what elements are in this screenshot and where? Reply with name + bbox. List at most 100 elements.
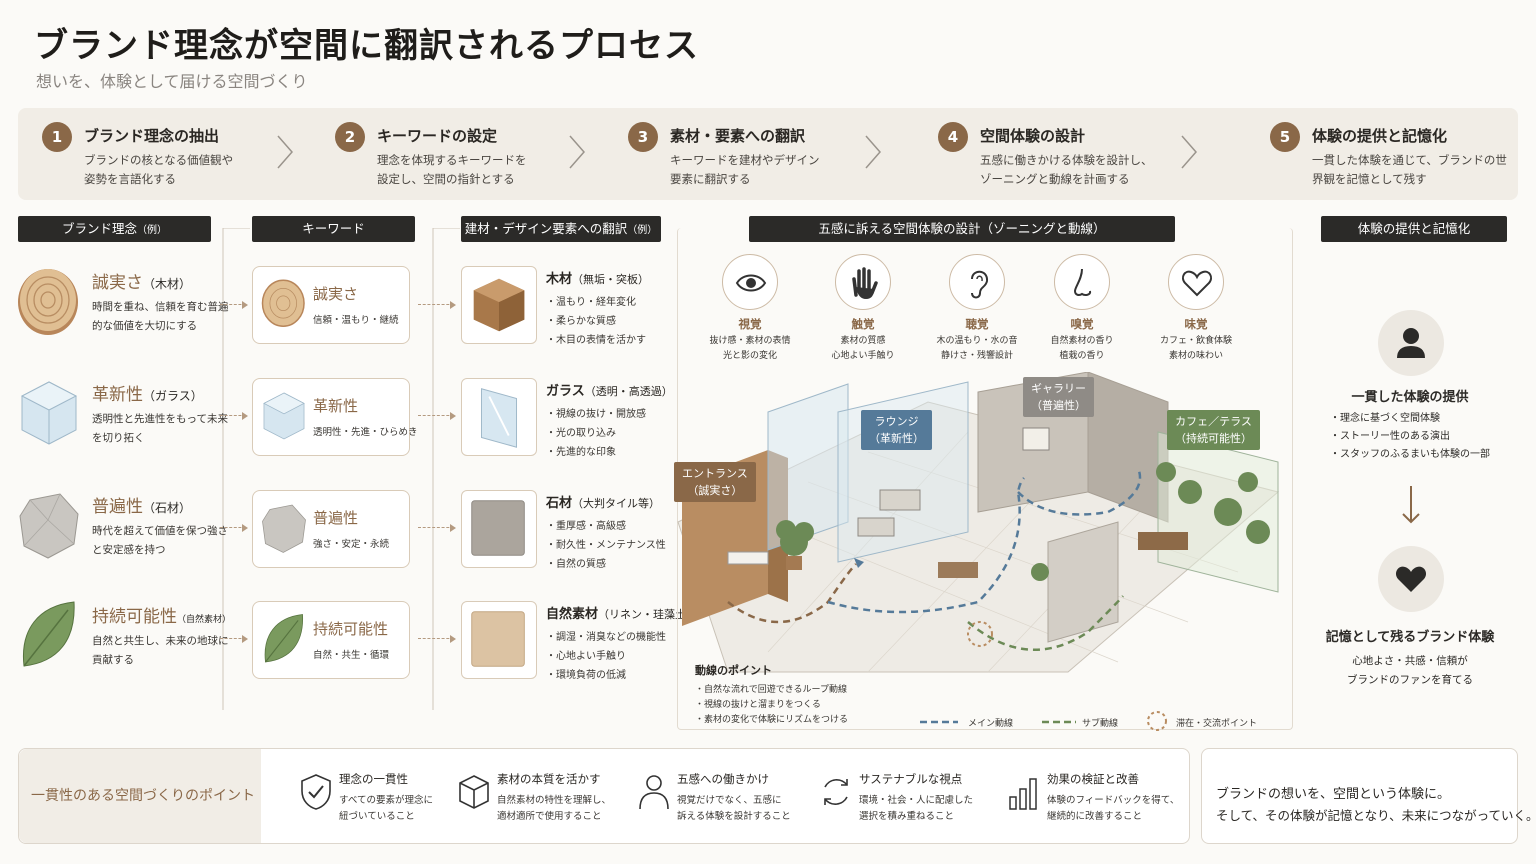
sense-sight: 視覚 抜け感・素材の表情光と影の変化 xyxy=(695,254,805,364)
keyword-card: 普遍性 強さ・安定・永続 xyxy=(252,490,410,568)
brand-desc: 透明性と先進性をもって未来を切り拓く xyxy=(92,413,228,444)
arrow-right-icon xyxy=(418,524,456,532)
leaf-icon xyxy=(264,614,303,663)
keyword-desc: 透明性・先進・ひらめき xyxy=(313,427,418,438)
brand-desc: 自然と共生し、未来の地球に貢献する xyxy=(92,635,229,666)
flow-points: 動線のポイント ・自然な流れで回遊できるループ動線 ・視線の抜けと溜まりをつくる… xyxy=(695,664,849,725)
header-space: 五感に訴える空間体験の設計（ゾーニングと動線） xyxy=(749,216,1175,242)
sense-smell: 嗅覚 自然素材の香り植栽の香り xyxy=(1027,254,1137,364)
points-label-box: 一貫性のある空間づくりのポイント xyxy=(19,749,261,843)
keyword-card: 誠実さ 信頼・温もり・継続 xyxy=(252,266,410,344)
zone-label-lounge: ラウンジ（革新性） xyxy=(861,410,932,450)
brand-name: 革新性（ガラス） xyxy=(92,385,203,405)
arrow-down-icon xyxy=(1402,486,1420,524)
zone-label-cafe: カフェ／テラス（持続可能性） xyxy=(1167,410,1260,450)
brand-name: 誠実さ（木材） xyxy=(92,273,192,293)
brand-row-sincerity: 誠実さ（木材） 時間を重ね、信頼を育む普遍的な価値を大切にする xyxy=(18,266,229,356)
glass-cube-icon xyxy=(20,381,78,445)
step-number: 3 xyxy=(628,122,658,152)
brand-row-sustainability: 持続可能性（自然素材） 自然と共生し、未来の地球に貢献する xyxy=(18,600,231,690)
keyword-name: 革新性 xyxy=(313,397,359,415)
sense-hearing: 聴覚 木の温もり・水の音静けさ・残響設計 xyxy=(922,254,1032,364)
stone-icon xyxy=(262,504,306,553)
header-keyword: キーワード xyxy=(252,216,415,242)
material-swatch xyxy=(461,601,537,679)
header-material: 建材・デザイン要素への翻訳（例） xyxy=(461,216,661,242)
brand-row-innovation: 革新性（ガラス） 透明性と先進性をもって未来を切り拓く xyxy=(18,378,228,468)
eye-icon xyxy=(735,274,767,292)
step-title: 体験の提供と記憶化 xyxy=(1312,127,1448,145)
brand-desc: 時代を超えて価値を保つ強さと安定感を持つ xyxy=(92,525,228,556)
closing-message: ブランドの想いを、空間という体験に。 そして、その体験が記憶となり、未来につなが… xyxy=(1201,748,1536,844)
header-memory: 体験の提供と記憶化 xyxy=(1321,216,1507,242)
arrow-right-icon xyxy=(418,412,456,420)
memory-title-2: 記憶として残るブランド体験 xyxy=(1325,630,1495,645)
person-icon xyxy=(1378,310,1444,376)
memory-list: ・理念に基づく空間体験 ・ストーリー性のある演出 ・スタッフのふるまいも体験の一… xyxy=(1330,413,1490,460)
keyword-desc: 自然・共生・循環 xyxy=(313,650,390,661)
material-text: 木材（無垢・突板） ・温もり・経年変化・柔らかな質感・木目の表情を活かす xyxy=(546,272,650,346)
arrow-right-icon xyxy=(220,412,248,420)
wood-block-icon xyxy=(473,278,525,332)
material-text: 石材（大判タイル等） ・重厚感・高級感・耐久性・メンテナンス性・自然の質感 xyxy=(546,496,666,570)
page-subtitle: 想いを、体験として届ける空間づくり xyxy=(36,72,308,91)
wood-log-icon xyxy=(18,269,78,335)
material-swatch xyxy=(461,378,537,456)
zone-label-entrance: エントランス（誠実さ） xyxy=(674,462,756,502)
process-steps: 1 ブランド理念の抽出 ブランドの核となる価値観や姿勢を言語化する 2 キーワー… xyxy=(18,108,1518,200)
stay-point-icon xyxy=(1147,711,1167,731)
step-desc: キーワードを建材やデザイン要素に翻訳する xyxy=(670,153,820,186)
chevron-right-icon xyxy=(1181,135,1197,169)
arrow-right-icon xyxy=(220,524,248,532)
heart-icon xyxy=(1378,546,1444,612)
step-title: 空間体験の設計 xyxy=(980,127,1086,145)
sub-flow-legend-line xyxy=(1042,720,1076,724)
connector-line xyxy=(222,228,250,710)
leaf-icon xyxy=(22,601,75,667)
step-1: 1 ブランド理念の抽出 ブランドの核となる価値観や姿勢を言語化する xyxy=(42,122,282,192)
shield-check-icon xyxy=(301,774,331,810)
keyword-name: 普遍性 xyxy=(313,509,359,527)
natural-material-icon xyxy=(471,611,525,667)
material-text: ガラス（透明・高透過） ・視線の抜け・開放感・光の取り込み・先進的な印象 xyxy=(546,384,673,458)
step-3: 3 素材・要素への翻訳 キーワードを建材やデザイン要素に翻訳する xyxy=(628,122,868,192)
keyword-desc: 強さ・安定・永続 xyxy=(313,539,390,550)
brand-name: 普遍性（石材） xyxy=(92,497,192,517)
header-brand: ブランド理念（例） xyxy=(18,216,211,242)
main-flow-legend-line xyxy=(920,720,958,724)
heart-outline-icon xyxy=(1181,270,1213,297)
step-number: 4 xyxy=(938,122,968,152)
stone-tile-icon xyxy=(471,500,525,556)
chevron-right-icon xyxy=(865,135,881,169)
brand-desc: 時間を重ね、信頼を育む普遍的な価値を大切にする xyxy=(92,301,229,332)
hand-icon xyxy=(852,267,878,299)
step-desc: 理念を体現するキーワードを設定し、空間の指針とする xyxy=(377,153,527,186)
ear-icon xyxy=(971,270,988,299)
legend-sub: サブ動線 xyxy=(1082,719,1119,729)
keyword-card: 革新性 透明性・先進・ひらめき xyxy=(252,378,418,456)
page-title: ブランド理念が空間に翻訳されるプロセス xyxy=(34,26,699,66)
step-number: 1 xyxy=(42,122,72,152)
keyword-desc: 信頼・温もり・継続 xyxy=(313,315,399,326)
arrow-right-icon xyxy=(220,635,248,643)
glass-panel-icon xyxy=(480,388,518,448)
nose-icon xyxy=(1073,268,1092,296)
memory-title-1: 一貫した体験の提供 xyxy=(1351,390,1469,405)
legend-main: メイン動線 xyxy=(968,719,1014,729)
points-panel: 一貫性のある空間づくりのポイント 理念の一貫性 すべての要素が理念に紐づいている… xyxy=(18,748,1190,844)
chevron-right-icon xyxy=(569,135,585,169)
chevron-right-icon xyxy=(277,135,293,169)
material-swatch xyxy=(461,490,537,568)
zone-label-gallery: ギャラリー（普遍性） xyxy=(1023,377,1094,417)
arrow-right-icon xyxy=(220,301,248,309)
legend-stay: 滞在・交流ポイント xyxy=(1176,719,1258,729)
step-number: 5 xyxy=(1270,122,1300,152)
connector-line xyxy=(432,228,460,710)
material-text: 自然素材（リネン・珪藻土等） ・調湿・消臭などの機能性・心地よい手触り・環境負荷… xyxy=(546,607,709,681)
sense-taste: 味覚 カフェ・飲食体験素材の味わい xyxy=(1141,254,1251,364)
recycle-icon xyxy=(824,779,848,805)
glass-cube-icon xyxy=(263,392,305,440)
step-desc: 五感に働きかける体験を設計し、ゾーニングと動線を計画する xyxy=(980,153,1153,186)
step-4: 4 空間体験の設計 五感に働きかける体験を設計し、ゾーニングと動線を計画する xyxy=(938,122,1178,192)
keyword-name: 持続可能性 xyxy=(313,620,389,638)
